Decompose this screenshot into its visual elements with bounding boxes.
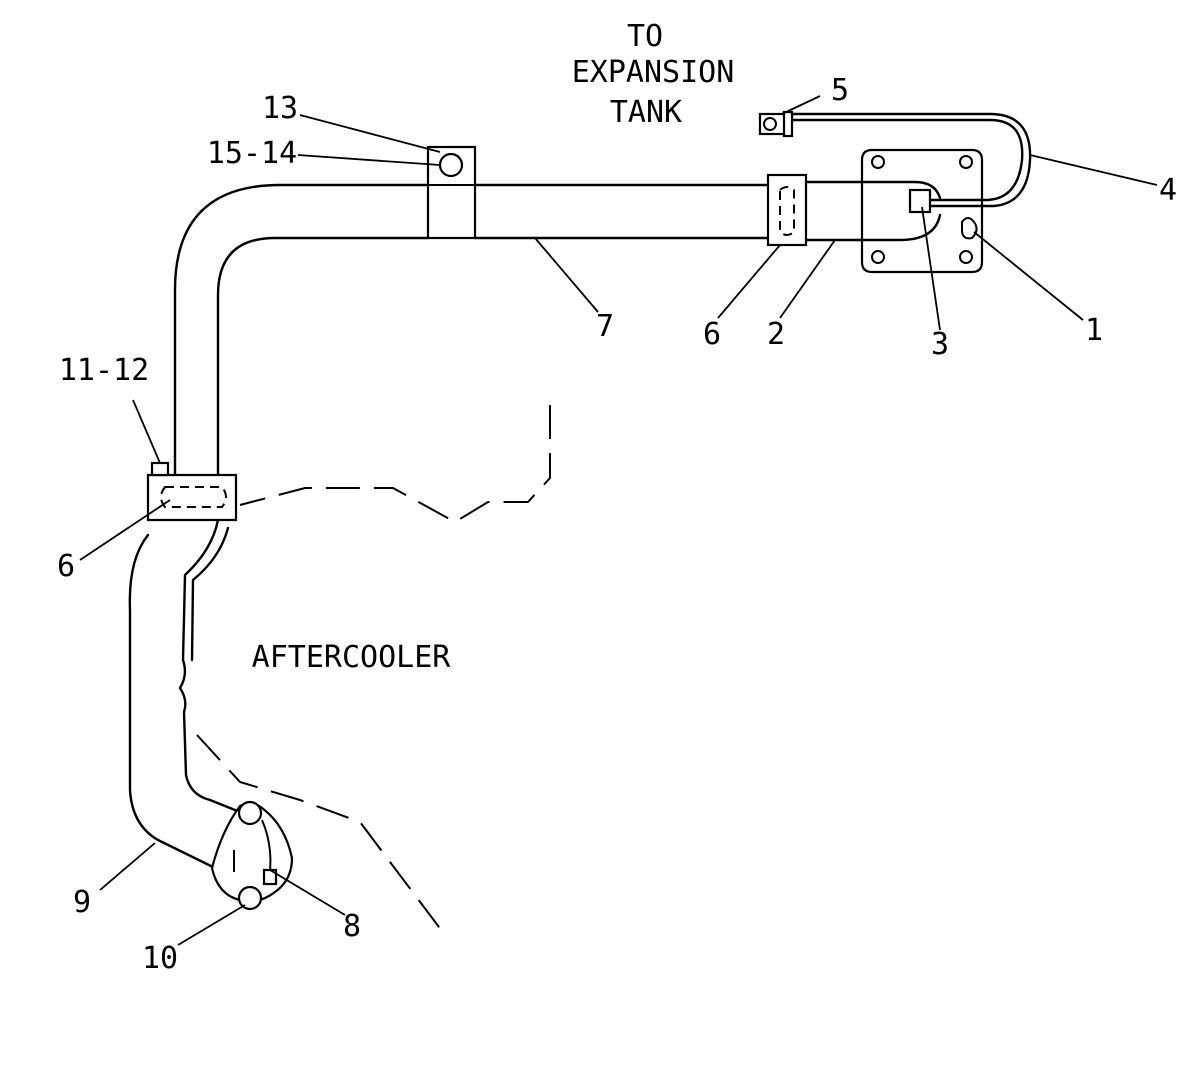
callout-5: 5 <box>831 73 849 108</box>
clamp-top <box>426 145 477 240</box>
callout-9: 9 <box>73 885 91 920</box>
callout-4: 4 <box>1159 173 1177 208</box>
callout-3: 3 <box>931 327 949 362</box>
lower-flange <box>210 800 294 911</box>
leader-lines <box>79 95 1158 946</box>
callout-2: 2 <box>767 317 785 352</box>
callout-15-14: 15-14 <box>207 136 297 171</box>
note-to: TO <box>627 19 663 54</box>
note-expansion: EXPANSION <box>572 55 735 90</box>
lower-tube <box>128 518 242 870</box>
water-tube <box>173 180 867 477</box>
callout-11-12: 11-12 <box>59 353 149 388</box>
callout-10: 10 <box>142 941 178 976</box>
callout-6-left: 6 <box>57 549 75 584</box>
clamp-lower <box>146 461 238 522</box>
aftercooler-label: AFTERCOOLER <box>252 640 452 675</box>
callout-8: 8 <box>343 909 361 944</box>
clamp-right <box>766 173 808 247</box>
callout-1: 1 <box>1085 313 1103 348</box>
callout-7: 7 <box>596 309 614 344</box>
note-tank: TANK <box>610 95 682 130</box>
aftercooler-outline <box>196 405 551 936</box>
callout-13: 13 <box>262 91 298 126</box>
callout-6-top: 6 <box>703 317 721 352</box>
vent-line <box>758 110 1032 214</box>
